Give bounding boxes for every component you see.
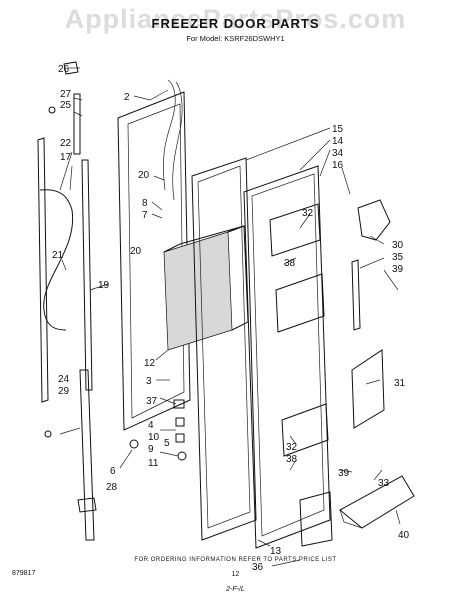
screw-top-left: [48, 106, 56, 114]
upper-strip: [73, 93, 81, 155]
liner-inner: [251, 173, 325, 537]
callout-36: 36: [252, 562, 264, 573]
callout-20b: 20: [130, 246, 142, 257]
callout-3: 3: [146, 376, 152, 387]
hinge-bar: [81, 159, 93, 391]
ordering-note: FOR ORDERING INFORMATION REFER TO PARTS …: [134, 557, 337, 563]
bottom-hinge: [299, 491, 333, 547]
callout-37: 37: [146, 396, 158, 407]
ice-chute: [357, 199, 391, 241]
hinge-pin: [173, 399, 185, 409]
callout-16: 16: [332, 160, 344, 171]
callout-12: 12: [144, 358, 156, 369]
lower-clip: [77, 497, 97, 513]
lower-bracket: [79, 369, 95, 541]
washer: [175, 417, 185, 427]
model-number: For Model: KSRF26DSWHY1: [186, 34, 285, 43]
hinge-rod: [39, 189, 74, 331]
callout-11: 11: [148, 458, 159, 469]
callout-20a: 20: [138, 170, 150, 181]
callout-34: 34: [332, 148, 344, 159]
callout-25: 25: [60, 100, 72, 111]
liner-shelf-1: [269, 203, 321, 257]
bin-front: [339, 509, 363, 529]
callout-17: 17: [60, 152, 72, 163]
callout-32a: 32: [302, 208, 314, 219]
callout-29: 29: [58, 386, 70, 397]
callout-38a: 38: [284, 258, 296, 269]
callout-9: 9: [148, 444, 154, 455]
callout-35: 35: [392, 252, 404, 263]
wire-harness-2: [172, 81, 183, 201]
housing-side: [227, 225, 249, 331]
callout-10: 10: [148, 432, 160, 443]
callout-39a: 39: [392, 264, 404, 275]
callout-30: 30: [392, 240, 404, 251]
door-outer-panel: [117, 91, 191, 431]
side-strip: [351, 259, 361, 331]
liner-shelf-3: [281, 403, 329, 457]
callout-6: 6: [110, 466, 116, 477]
callout-5: 5: [164, 438, 170, 449]
cap: [129, 439, 139, 449]
page-title: FREEZER DOOR PARTS: [151, 16, 320, 31]
dispenser-housing: [163, 231, 233, 351]
callout-40: 40: [398, 530, 410, 541]
liner-shelf-2: [275, 273, 325, 333]
callout-14: 14: [332, 136, 344, 147]
door-inner-edge: [127, 103, 185, 419]
door-flap: [351, 349, 385, 429]
document-number: 879817: [12, 570, 36, 577]
callout-21: 21: [52, 250, 64, 261]
door-gasket: [191, 157, 257, 541]
callout-33: 33: [378, 478, 390, 489]
callout-24: 24: [58, 374, 70, 385]
inner-door-liner: [243, 165, 331, 549]
callout-22: 22: [60, 138, 72, 149]
screw-left: [44, 430, 52, 438]
door-trim-strip: [37, 137, 49, 403]
callout-32b: 32: [286, 442, 298, 453]
screw: [177, 451, 187, 461]
callout-7: 7: [142, 210, 148, 221]
callout-28: 28: [106, 482, 118, 493]
callout-19: 19: [98, 280, 110, 291]
callout-38b: 38: [286, 454, 298, 465]
watermark: AppliancePartsPros.com: [64, 4, 407, 34]
callout-15: 15: [332, 124, 344, 135]
callout-27: 27: [60, 89, 72, 100]
callout-26: 26: [58, 64, 70, 75]
clip-part: [63, 61, 79, 75]
callout-4: 4: [148, 420, 154, 431]
callout-13: 13: [270, 546, 282, 557]
page-number: 12: [231, 571, 240, 578]
gasket-inner: [197, 165, 251, 529]
bushing: [175, 433, 185, 443]
callout-2: 2: [124, 92, 130, 103]
handwritten-date: 2-F-/L: [226, 586, 245, 593]
door-bin: [339, 475, 415, 529]
callout-8: 8: [142, 198, 148, 209]
callout-31: 31: [394, 378, 406, 389]
wire-harness: [163, 79, 176, 191]
callout-39b: 39: [338, 468, 350, 479]
